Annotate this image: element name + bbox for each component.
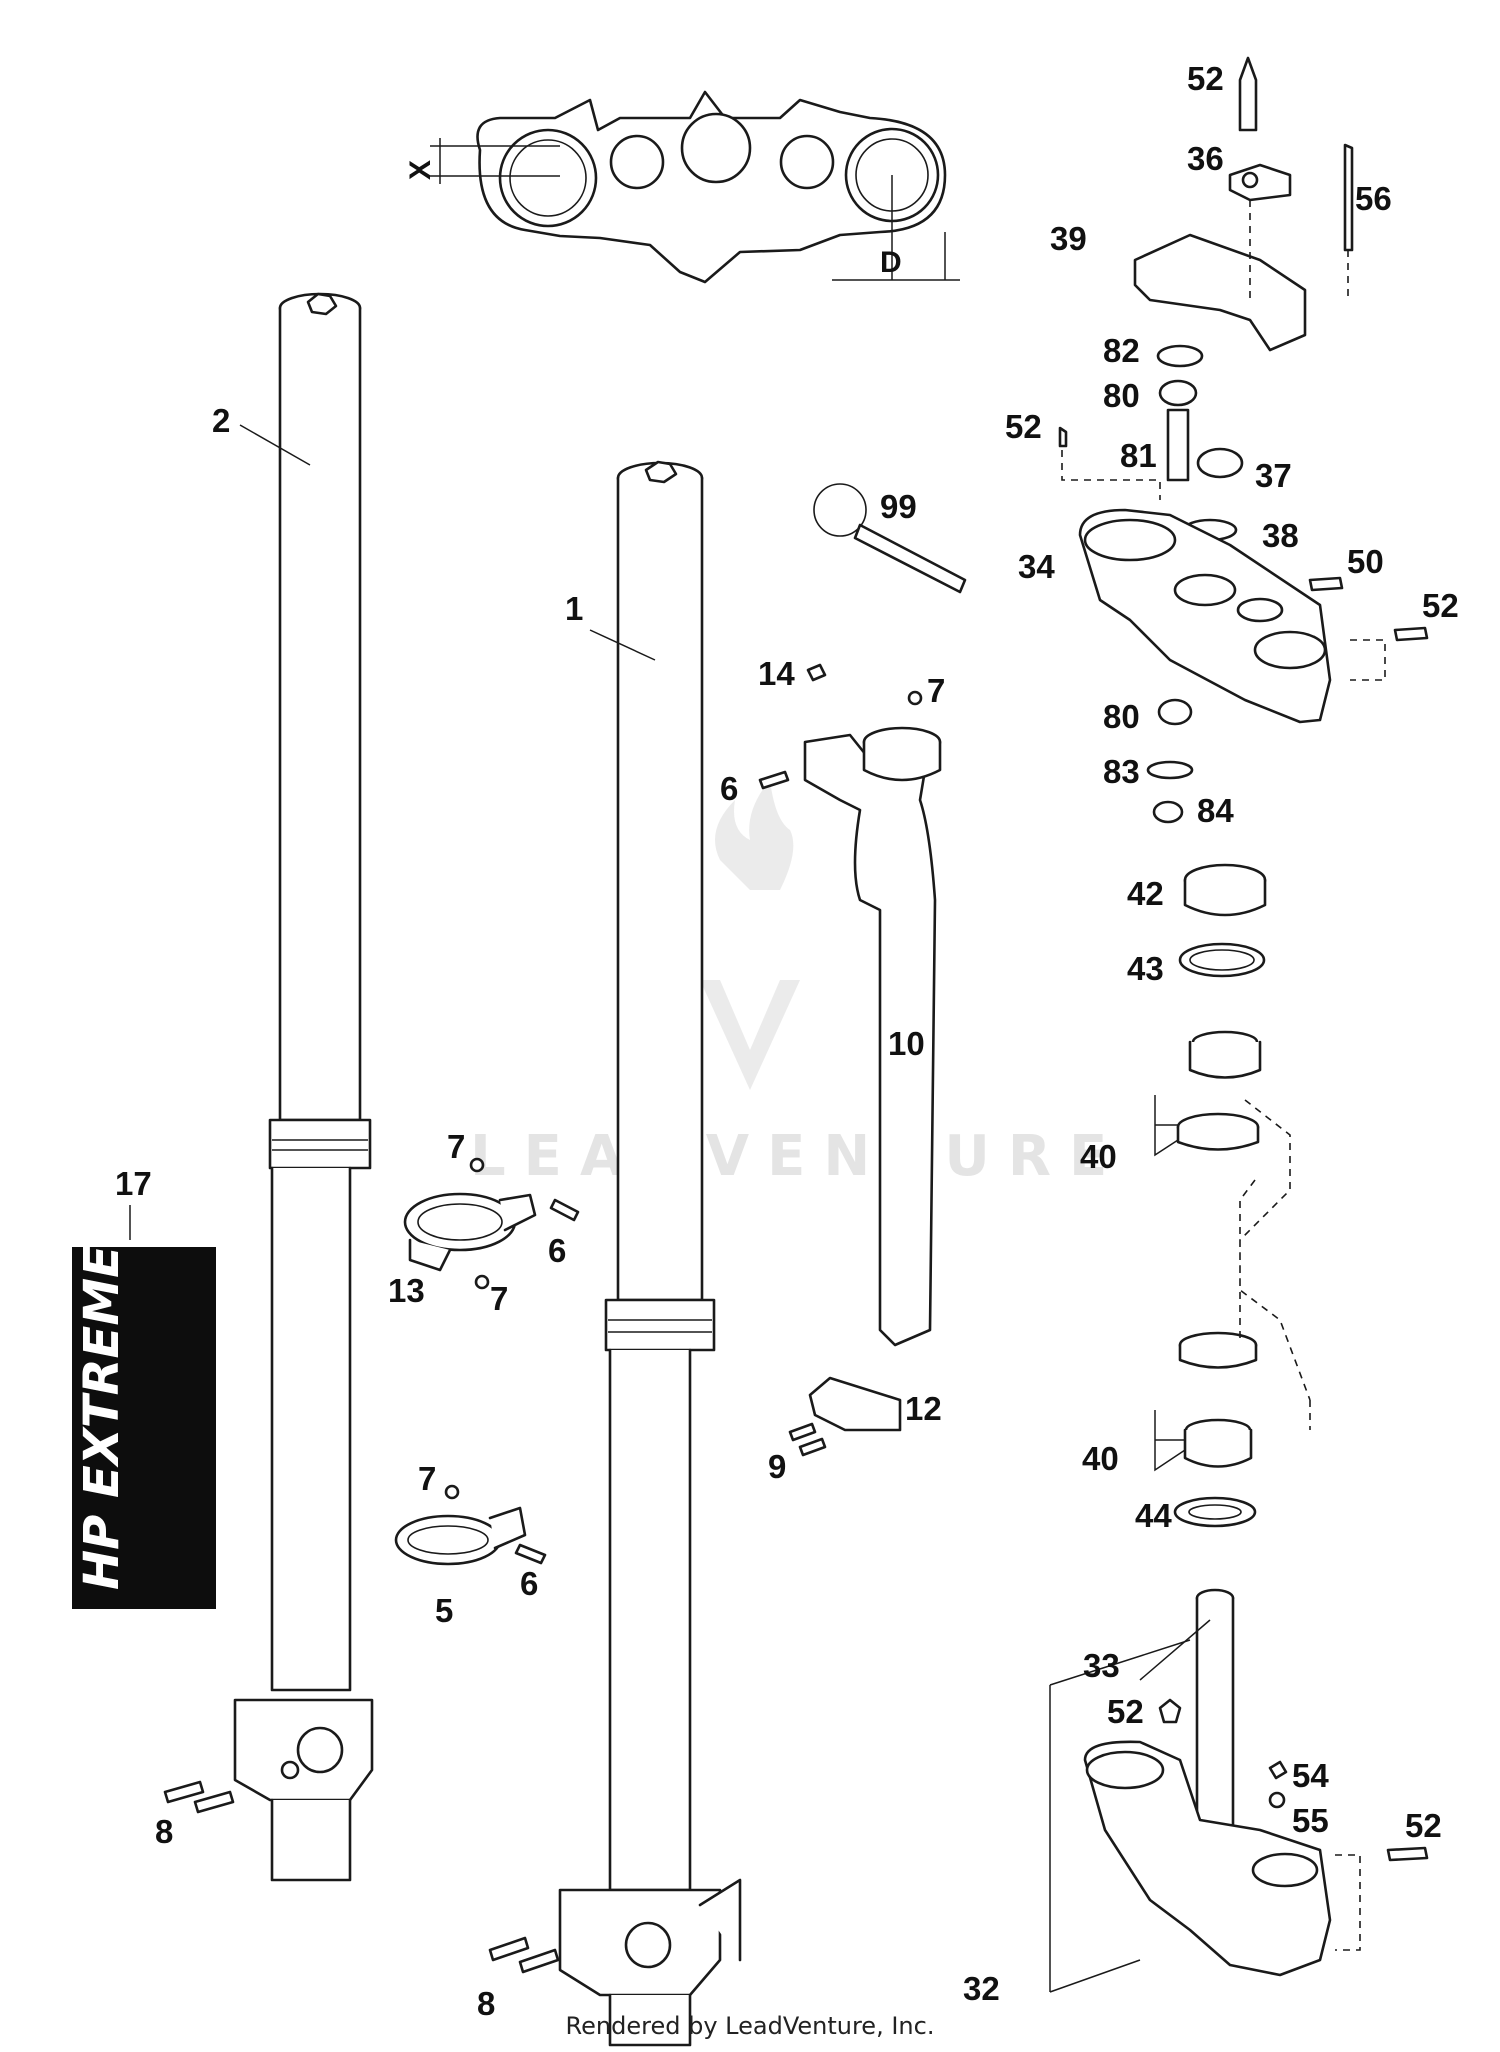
callout-38: 38 xyxy=(1262,517,1299,554)
callout-42: 42 xyxy=(1127,875,1164,912)
brake-line-guide-12 xyxy=(808,1376,902,1432)
callout-36: 36 xyxy=(1187,140,1224,177)
callout-6: 6 xyxy=(520,1565,538,1602)
leader-lines xyxy=(129,424,1211,1681)
callout-50: 50 xyxy=(1347,543,1384,580)
clamp-13 xyxy=(403,1192,537,1272)
bolts-left xyxy=(163,663,923,1974)
fork-leg-2 xyxy=(233,292,374,1882)
lower-hardware xyxy=(1146,698,1194,824)
callout-13: 13 xyxy=(388,1272,425,1309)
callout-5: 5 xyxy=(435,1592,453,1629)
callout-52: 52 xyxy=(1422,587,1459,624)
callout-7: 7 xyxy=(490,1280,508,1317)
callout-40: 40 xyxy=(1082,1440,1119,1477)
fork-guard-10 xyxy=(803,726,942,1347)
watermark-text: LEADVENTURE xyxy=(470,1124,1125,1189)
callout-44: 44 xyxy=(1135,1497,1172,1534)
callout-80: 80 xyxy=(1103,377,1140,414)
callout-52: 52 xyxy=(1005,408,1042,445)
callout-99: 99 xyxy=(880,488,917,525)
bearings-42-43-44 xyxy=(1154,863,1311,1528)
callout-32: 32 xyxy=(963,1970,1000,2007)
dimension-x-label: X xyxy=(404,160,437,180)
callout-37: 37 xyxy=(1255,457,1292,494)
callout-labels: 52 36 56 39 82 80 52 81 37 38 34 50 52 8… xyxy=(115,60,1459,2022)
triple-clamp-detail: X D xyxy=(404,90,960,284)
callout-81: 81 xyxy=(1120,437,1157,474)
callout-43: 43 xyxy=(1127,950,1164,987)
callout-52: 52 xyxy=(1405,1807,1442,1844)
callout-6: 6 xyxy=(548,1232,566,1269)
decal-text: HP EXTREME xyxy=(74,1245,130,1590)
callout-40: 40 xyxy=(1080,1138,1117,1175)
callout-8: 8 xyxy=(155,1813,173,1850)
callout-83: 83 xyxy=(1103,753,1140,790)
callout-7: 7 xyxy=(447,1128,465,1165)
steering-stem-32-33 xyxy=(1049,1588,1429,1993)
callout-82: 82 xyxy=(1103,332,1140,369)
callout-1: 1 xyxy=(565,590,583,627)
callout-12: 12 xyxy=(905,1390,942,1427)
leadventure-watermark: LEADVENTURE xyxy=(470,780,1125,1189)
wrench-99 xyxy=(813,483,967,594)
callout-84: 84 xyxy=(1197,792,1234,829)
callout-39: 39 xyxy=(1050,220,1087,257)
callout-80: 80 xyxy=(1103,698,1140,735)
callout-34: 34 xyxy=(1018,548,1055,585)
callout-10: 10 xyxy=(888,1025,925,1062)
callout-17: 17 xyxy=(115,1165,152,1202)
handlebar-clamp-36-39 xyxy=(1133,56,1354,352)
callout-7: 7 xyxy=(927,672,945,709)
callout-55: 55 xyxy=(1292,1802,1329,1839)
callout-2: 2 xyxy=(212,402,230,439)
callout-52: 52 xyxy=(1107,1693,1144,1730)
callout-56: 56 xyxy=(1355,180,1392,217)
decal-17: HP EXTREME xyxy=(72,1245,216,1609)
fork-leg-1 xyxy=(558,460,742,2047)
callout-52: 52 xyxy=(1187,60,1224,97)
footer-credit: Rendered by LeadVenture, Inc. xyxy=(565,2012,935,2040)
callout-33: 33 xyxy=(1083,1647,1120,1684)
callout-54: 54 xyxy=(1292,1757,1329,1794)
callout-7: 7 xyxy=(418,1460,436,1497)
callout-9: 9 xyxy=(768,1448,786,1485)
dimension-d-label: D xyxy=(880,246,902,279)
callout-8: 8 xyxy=(477,1985,495,2022)
upper-triple-clamp-34 xyxy=(1078,508,1386,724)
callout-14: 14 xyxy=(758,655,795,692)
clamp-5 xyxy=(394,1506,527,1566)
callout-6: 6 xyxy=(720,770,738,807)
